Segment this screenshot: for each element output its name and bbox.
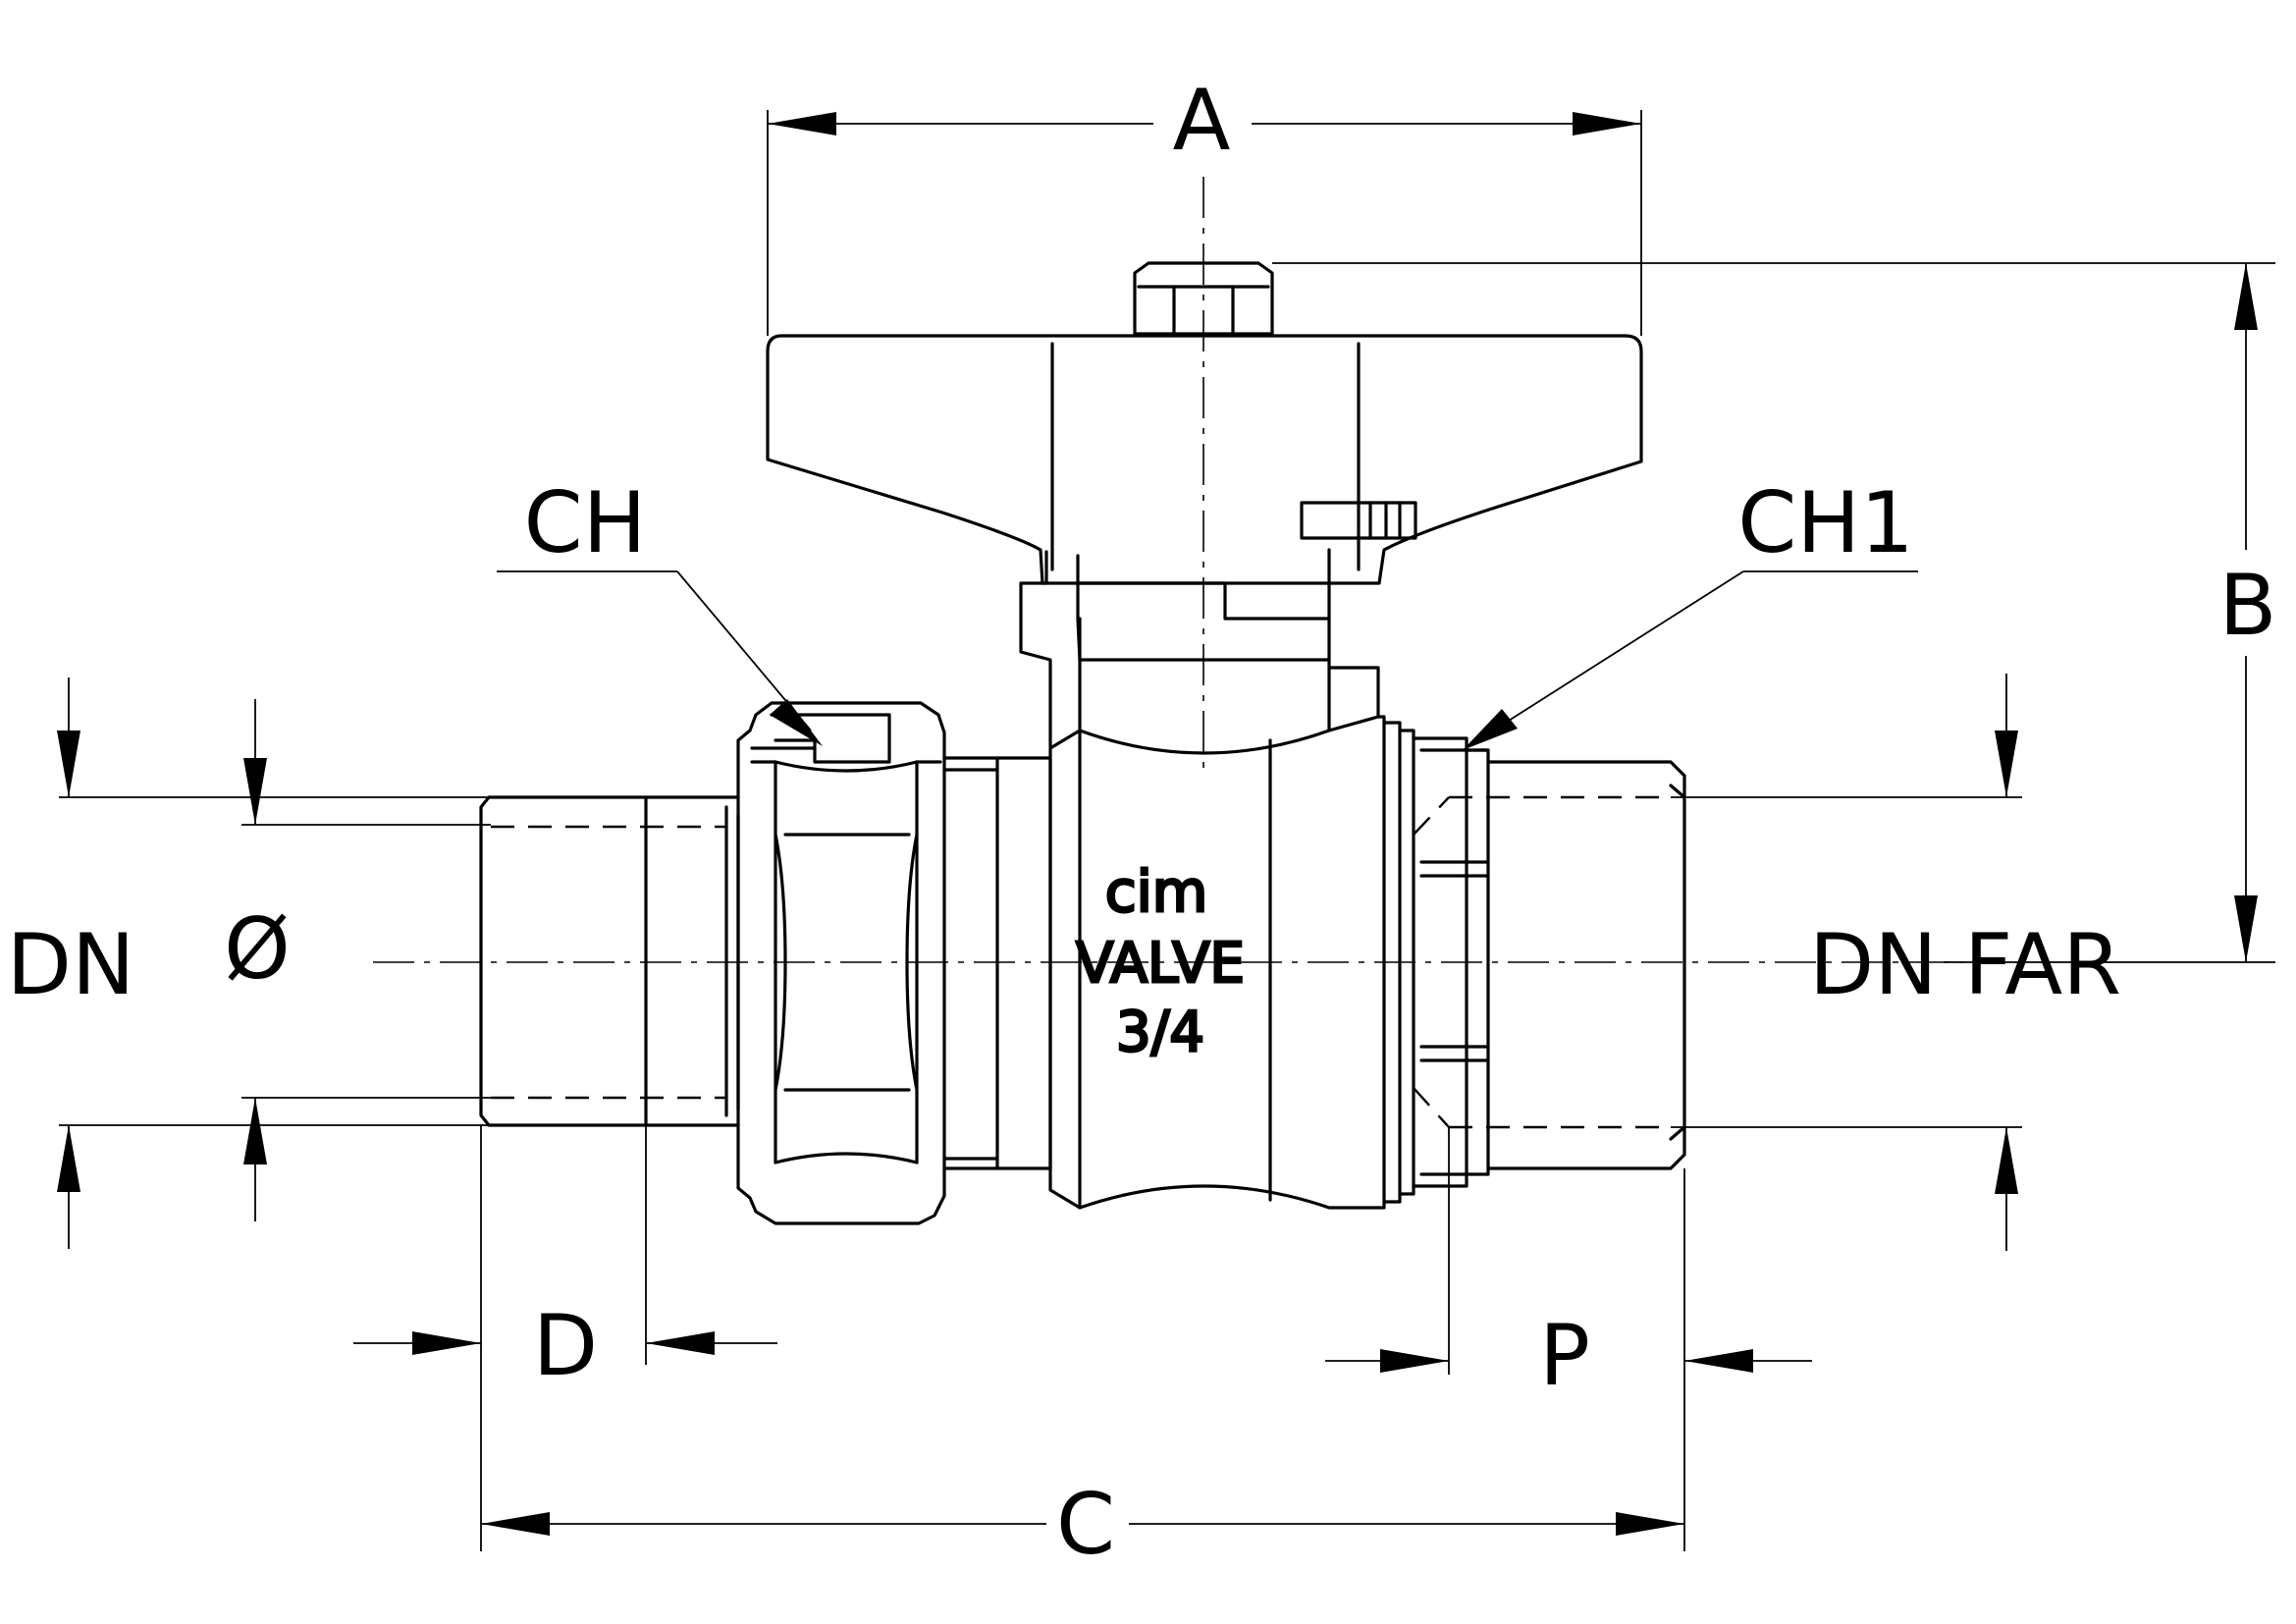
dim-label-ch: CH [524,474,647,572]
right-male-thread [1449,760,1686,1170]
dim-label-diameter: Ø [224,900,291,999]
dim-label-c: C [1056,1476,1115,1574]
right-hex-section [1412,736,1490,1188]
left-union-nut [736,701,1052,1225]
valve-mark: VALVE [1076,932,1245,996]
dimension-labels: A B C D P CH CH1 DN Ø DN FAR [7,72,2277,1574]
size-mark: 3/4 [1116,1001,1204,1064]
dim-label-dn-left: DN [7,916,135,1014]
dim-label-p: P [1539,1307,1590,1405]
dimension-lines [57,110,2275,1551]
valve-body [1048,715,1415,1210]
brand-mark: cim [1105,858,1208,925]
center-lines [373,177,1963,963]
dim-label-b: B [2219,557,2277,655]
butterfly-handle [766,261,1643,748]
dim-label-a: A [1173,72,1231,170]
dim-label-d: D [533,1297,598,1395]
body-marking: cim VALVE 3/4 [1075,857,1247,1066]
dim-label-ch1: CH1 [1737,474,1913,572]
dim-label-dn-far: DN FAR [1809,916,2121,1014]
left-male-thread [479,795,740,1127]
